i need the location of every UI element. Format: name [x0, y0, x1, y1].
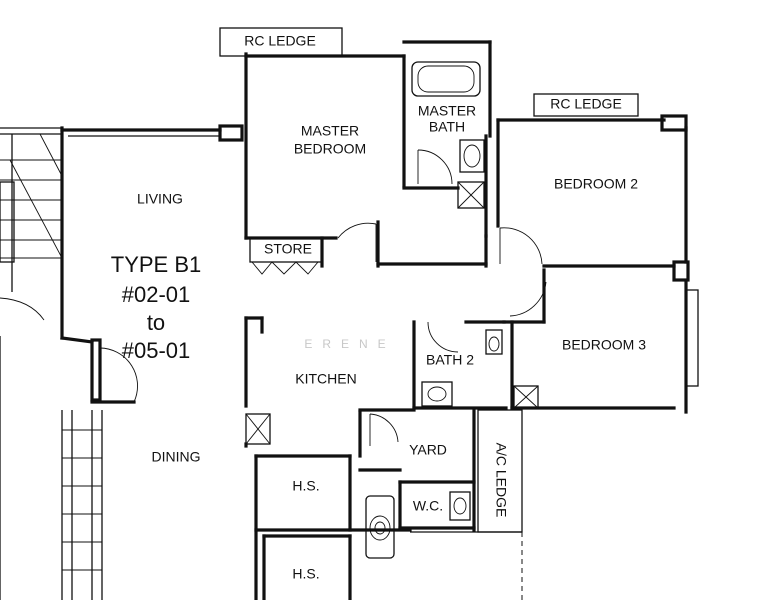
master-bath-label-line2: BATH	[429, 119, 465, 135]
store-label: STORE	[264, 241, 312, 257]
wc-label: W.C.	[413, 498, 443, 514]
dining-label: DINING	[152, 449, 201, 465]
rc-ledge-left-label: RC LEDGE	[244, 33, 316, 49]
unit-type-label: TYPE B1	[111, 252, 201, 277]
hs-upper-label: H.S.	[292, 478, 319, 494]
bedroom-2-label: BEDROOM 2	[554, 176, 638, 192]
unit-range-from: #02-01	[122, 282, 191, 307]
hs-lower-label: H.S.	[292, 566, 319, 582]
bedroom-3-label: BEDROOM 3	[562, 337, 646, 353]
walls	[60, 27, 699, 600]
watermark: ERENE	[304, 337, 395, 351]
master-bath-label-line1: MASTER	[418, 103, 476, 119]
ac-ledge-label: A/C LEDGE	[493, 443, 509, 518]
living-label: LIVING	[137, 191, 183, 207]
kitchen-label: KITCHEN	[295, 371, 356, 387]
stair-core	[0, 127, 63, 600]
bath-2-label: BATH 2	[426, 352, 474, 368]
door-swings	[99, 222, 547, 403]
master-bedroom-label-line2: BEDROOM	[294, 141, 366, 157]
balcony-railing	[61, 410, 103, 600]
master-bedroom-label-line1: MASTER	[301, 123, 359, 139]
unit-range-joiner: to	[147, 310, 165, 335]
rc-ledge-right-label: RC LEDGE	[550, 96, 622, 112]
unit-range-to: #05-01	[122, 338, 191, 363]
yard-label: YARD	[409, 442, 447, 458]
